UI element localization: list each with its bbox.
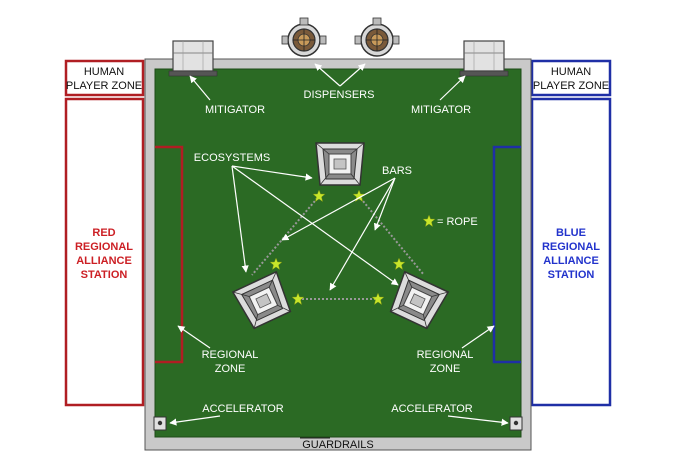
ecosystems-label: ECOSYSTEMS bbox=[194, 152, 270, 164]
blue-station-line2: REGIONAL bbox=[542, 241, 600, 253]
red-station-line1: RED bbox=[92, 227, 115, 239]
annotation-arrows bbox=[169, 63, 509, 426]
blue-station-line1: BLUE bbox=[556, 227, 586, 239]
human-player-zone-left-line2: PLAYER ZONE bbox=[66, 80, 142, 92]
mitigator-icon-right bbox=[459, 40, 509, 77]
blue-station-line4: STATION bbox=[548, 269, 595, 281]
mitigator-label-left: MITIGATOR bbox=[205, 104, 265, 116]
human-player-zone-right: HUMAN PLAYER ZONE bbox=[530, 59, 612, 97]
regional-zone-blue bbox=[492, 145, 521, 364]
blue-alliance-station: BLUE REGIONAL ALLIANCE STATION bbox=[530, 97, 612, 407]
blue-station-line3: ALLIANCE bbox=[543, 255, 599, 267]
dispensers-label: DISPENSERS bbox=[304, 89, 375, 101]
human-player-zone-left: HUMAN PLAYER ZONE bbox=[64, 59, 145, 97]
red-station-line4: STATION bbox=[81, 269, 128, 281]
dispenser-icon-left bbox=[281, 17, 327, 57]
mitigator-icon-left bbox=[168, 40, 218, 77]
red-station-line2: REGIONAL bbox=[75, 241, 133, 253]
dispenser-icon-right bbox=[354, 17, 400, 57]
regional-zone-right-line2: ZONE bbox=[430, 363, 461, 375]
human-player-zone-left-line1: HUMAN bbox=[84, 66, 124, 78]
red-alliance-station: RED REGIONAL ALLIANCE STATION bbox=[64, 97, 145, 407]
regional-zone-red bbox=[155, 145, 184, 364]
human-player-zone-right-line2: PLAYER ZONE bbox=[533, 80, 609, 92]
ecosystem-icon-top bbox=[315, 142, 365, 186]
field-carpet bbox=[154, 68, 522, 438]
accelerator-icon-left bbox=[153, 416, 167, 431]
mitigator-label-right: MITIGATOR bbox=[411, 104, 471, 116]
guardrails-label: GUARDRAILS bbox=[302, 439, 374, 451]
accelerator-icon-right bbox=[509, 416, 523, 431]
human-player-zone-right-line1: HUMAN bbox=[551, 66, 591, 78]
accelerator-label-right: ACCELERATOR bbox=[391, 403, 473, 415]
regional-zone-left-line2: ZONE bbox=[215, 363, 246, 375]
rope-legend-label: = ROPE bbox=[437, 216, 478, 228]
bars-label: BARS bbox=[382, 165, 412, 177]
rope-right bbox=[357, 194, 425, 276]
regional-zone-right-line1: REGIONAL bbox=[417, 349, 474, 361]
red-station-line3: ALLIANCE bbox=[76, 255, 132, 267]
accelerator-label-left: ACCELERATOR bbox=[202, 403, 284, 415]
regional-zone-left-line1: REGIONAL bbox=[202, 349, 259, 361]
